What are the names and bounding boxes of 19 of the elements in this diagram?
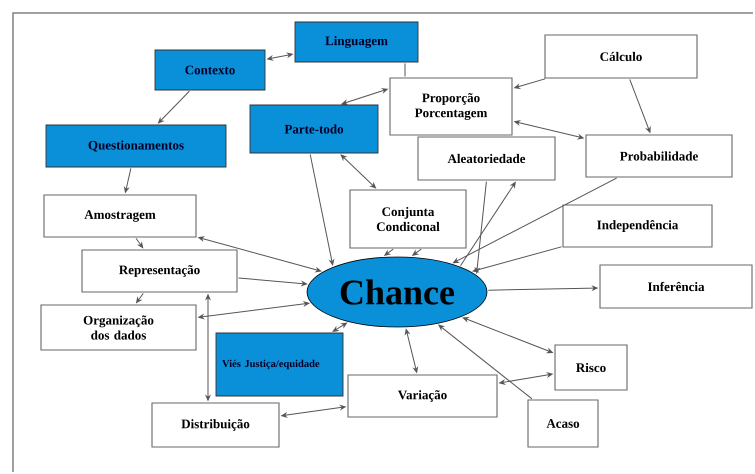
concept-box: Contexto	[154, 50, 266, 90]
concept-box: Conjunta Condiconal	[349, 189, 467, 249]
concept-box: Acaso	[527, 399, 599, 448]
concept-box: Viés Justiça/equidade	[216, 332, 344, 396]
concept-box: Distribuição	[151, 402, 280, 448]
concept-box: Organização dos dados	[40, 304, 197, 351]
concept-box: Probabilidade	[585, 134, 733, 178]
concept-box: Linguagem	[294, 22, 418, 62]
concept-box: Parte-todo	[250, 104, 378, 154]
concept-box: Aleatoriedade	[417, 136, 556, 181]
concept-box: Inferência	[599, 264, 753, 309]
concept-box: Independência	[562, 204, 713, 248]
concept-box: Risco	[554, 344, 628, 391]
concept-box: Variação	[347, 374, 498, 418]
concept-box: Questionamentos	[46, 124, 226, 168]
concept-box: Amostragem	[43, 194, 197, 238]
concept-box: Cálculo	[544, 34, 698, 79]
concept-box: Proporção Porcentagem	[389, 77, 513, 136]
concept-box: Representação	[81, 249, 238, 293]
